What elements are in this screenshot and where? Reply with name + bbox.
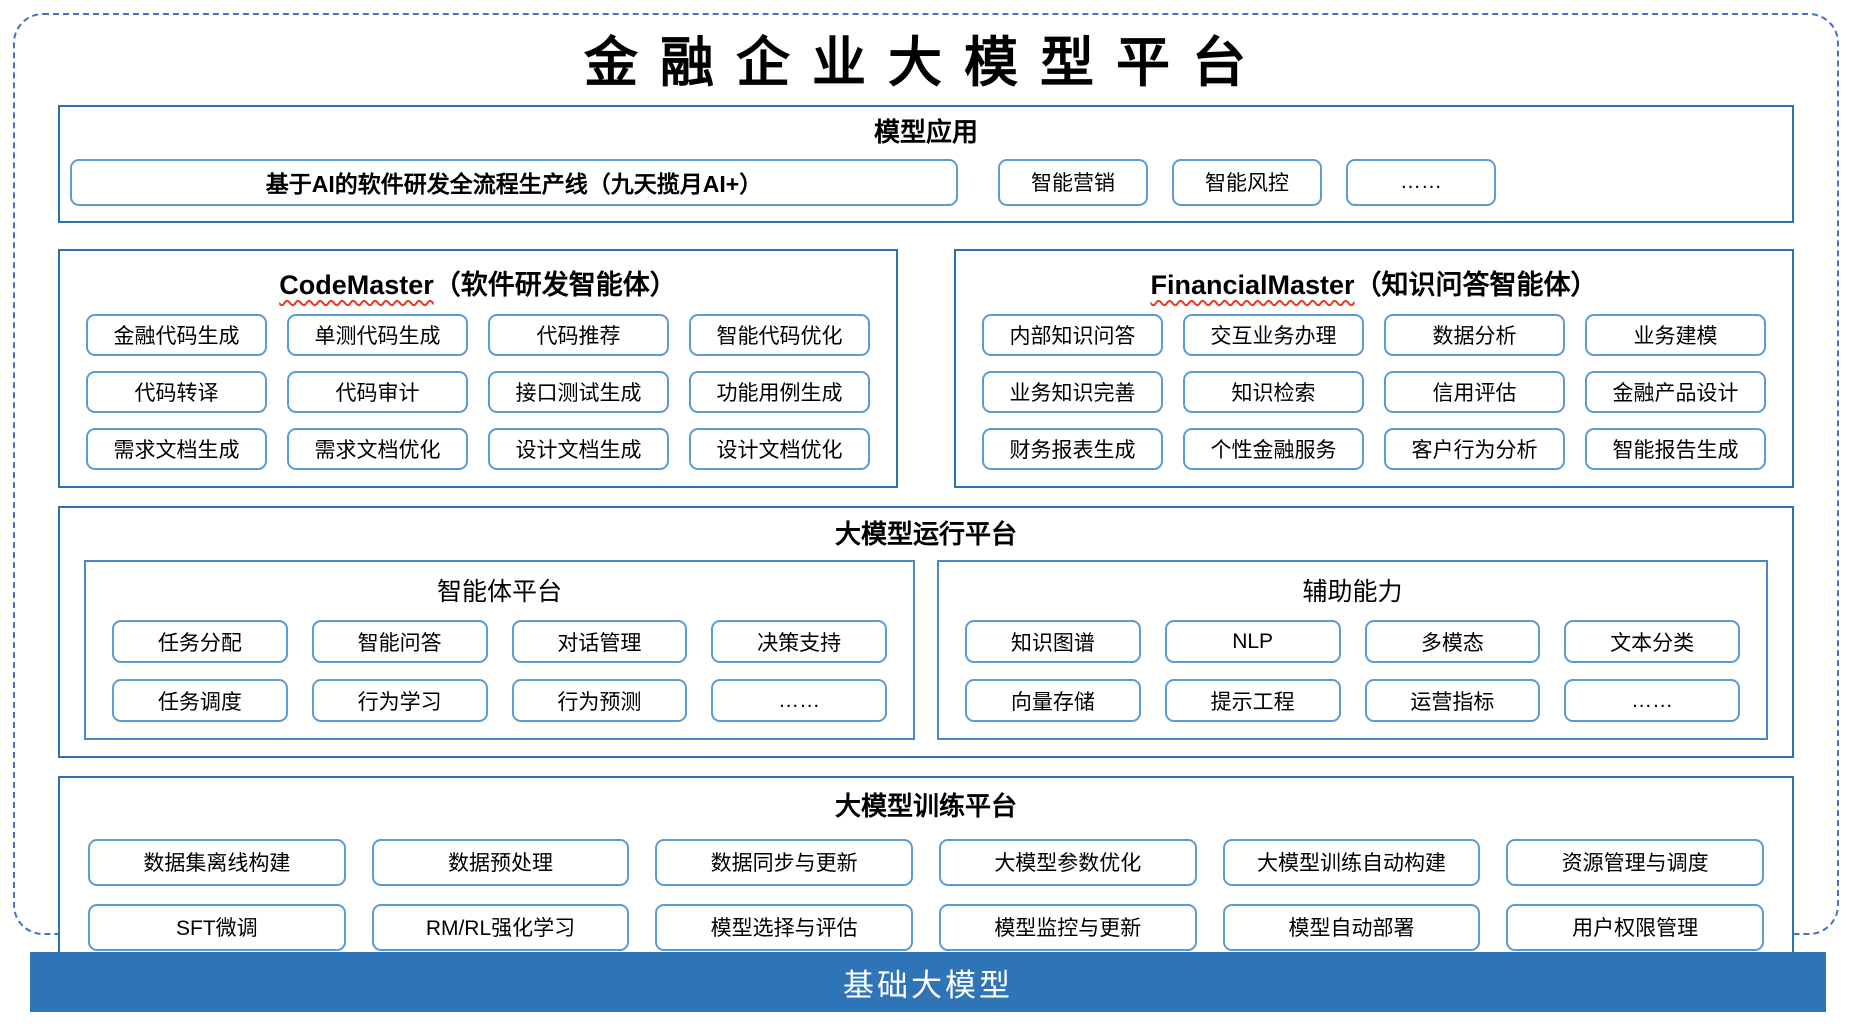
app-item-marketing: 智能营销: [998, 158, 1148, 206]
outer-dashed-frame: 金融企业大模型平台 模型应用 基于AI的软件研发全流程生产线（九天揽月AI+） …: [13, 13, 1839, 971]
financialmaster-item: 知识检索: [1183, 370, 1364, 413]
training-item: SFT微调: [88, 903, 346, 951]
codemaster-name: CodeMaster: [279, 269, 434, 300]
financialmaster-item: 信用评估: [1384, 370, 1565, 413]
agent-platform-item: 决策支持: [711, 620, 887, 664]
training-item: 用户权限管理: [1506, 903, 1764, 951]
codemaster-subtitle: （软件研发智能体）: [433, 269, 677, 300]
auxiliary-capabilities-grid: 知识图谱 NLP 多模态 文本分类 向量存储 提示工程 运营指标 ……: [965, 620, 1740, 723]
training-item: 模型自动部署: [1222, 903, 1481, 951]
financialmaster-name: FinancialMaster: [1150, 269, 1355, 300]
group-agent-platform: 智能体平台 任务分配 智能问答 对话管理 决策支持 任务调度 行为学习 行为预测…: [84, 560, 915, 741]
codemaster-item: 设计文档优化: [689, 427, 870, 470]
auxiliary-item: 运营指标: [1364, 679, 1541, 723]
financialmaster-item: 财务报表生成: [982, 427, 1163, 470]
training-item: 大模型参数优化: [938, 838, 1197, 886]
codemaster-item: 智能代码优化: [689, 313, 870, 356]
financialmaster-title: FinancialMaster（知识问答智能体）: [982, 263, 1766, 302]
auxiliary-item-more: ……: [1564, 679, 1740, 723]
auxiliary-capabilities-title: 辅助能力: [1302, 578, 1403, 607]
section-runtime-platform: 大模型运行平台 智能体平台 任务分配 智能问答 对话管理 决策支持 任务调度 行…: [58, 505, 1794, 759]
agents-row: CodeMaster（软件研发智能体） 金融代码生成 单测代码生成 代码推荐 智…: [58, 248, 1794, 488]
group-auxiliary-capabilities: 辅助能力 知识图谱 NLP 多模态 文本分类 向量存储 提示工程 运营指标 ……: [937, 560, 1768, 741]
financialmaster-item: 内部知识问答: [982, 313, 1163, 356]
financialmaster-item: 智能报告生成: [1585, 427, 1766, 470]
codemaster-item: 代码审计: [287, 370, 468, 413]
agent-platform-item: 行为学习: [311, 679, 488, 723]
auxiliary-item: 文本分类: [1564, 620, 1740, 664]
base-model-banner: 基础大模型: [30, 952, 1826, 1012]
training-item: 大模型训练自动构建: [1222, 838, 1481, 886]
agent-platform-title: 智能体平台: [436, 578, 562, 607]
codemaster-item: 需求文档生成: [86, 427, 267, 470]
financialmaster-item: 交互业务办理: [1183, 313, 1364, 356]
runtime-groups-row: 智能体平台 任务分配 智能问答 对话管理 决策支持 任务调度 行为学习 行为预测…: [60, 560, 1792, 741]
financialmaster-item: 业务建模: [1585, 313, 1766, 356]
auxiliary-item: 提示工程: [1164, 679, 1341, 723]
codemaster-item: 单测代码生成: [287, 313, 468, 356]
agent-platform-item: 任务调度: [112, 679, 288, 723]
codemaster-item: 设计文档生成: [488, 427, 669, 470]
agent-platform-item-more: ……: [711, 679, 887, 723]
agent-platform-item: 对话管理: [511, 620, 688, 664]
codemaster-item: 需求文档优化: [287, 427, 468, 470]
app-item-more: ……: [1346, 158, 1496, 206]
auxiliary-item: 向量存储: [965, 679, 1141, 723]
training-item: 数据预处理: [371, 838, 630, 886]
agent-platform-grid: 任务分配 智能问答 对话管理 决策支持 任务调度 行为学习 行为预测 ……: [112, 620, 887, 723]
codemaster-item: 金融代码生成: [86, 313, 267, 356]
training-grid: 数据集离线构建 数据预处理 数据同步与更新 大模型参数优化 大模型训练自动构建 …: [60, 838, 1792, 951]
auxiliary-item: 知识图谱: [965, 620, 1141, 664]
financialmaster-item: 数据分析: [1384, 313, 1565, 356]
training-platform-title: 大模型训练平台: [834, 791, 1017, 822]
app-item-ai-pipeline: 基于AI的软件研发全流程生产线（九天揽月AI+）: [70, 158, 958, 206]
agent-platform-item: 智能问答: [311, 620, 488, 664]
page-title: 金融企业大模型平台: [584, 30, 1268, 94]
section-training-platform: 大模型训练平台 数据集离线构建 数据预处理 数据同步与更新 大模型参数优化 大模…: [58, 776, 1794, 971]
codemaster-item: 代码推荐: [488, 313, 669, 356]
training-item: 数据集离线构建: [88, 838, 346, 886]
agent-platform-item: 行为预测: [511, 679, 688, 723]
training-item: 数据同步与更新: [655, 838, 913, 886]
codemaster-grid: 金融代码生成 单测代码生成 代码推荐 智能代码优化 代码转译 代码审计 接口测试…: [86, 313, 870, 470]
financialmaster-grid: 内部知识问答 交互业务办理 数据分析 业务建模 业务知识完善 知识检索 信用评估…: [982, 313, 1766, 470]
section-financialmaster: FinancialMaster（知识问答智能体） 内部知识问答 交互业务办理 数…: [954, 248, 1794, 488]
model-applications-row: 基于AI的软件研发全流程生产线（九天揽月AI+） 智能营销 智能风控 ……: [60, 158, 1792, 206]
training-item: RM/RL强化学习: [371, 903, 630, 951]
training-item: 资源管理与调度: [1506, 838, 1764, 886]
codemaster-item: 功能用例生成: [689, 370, 870, 413]
financialmaster-item: 业务知识完善: [982, 370, 1163, 413]
training-item: 模型监控与更新: [938, 903, 1197, 951]
codemaster-item: 接口测试生成: [488, 370, 669, 413]
auxiliary-item: 多模态: [1364, 620, 1541, 664]
financialmaster-item: 客户行为分析: [1384, 427, 1565, 470]
training-item: 模型选择与评估: [655, 903, 913, 951]
section-codemaster: CodeMaster（软件研发智能体） 金融代码生成 单测代码生成 代码推荐 智…: [58, 248, 898, 488]
financialmaster-item: 个性金融服务: [1183, 427, 1364, 470]
codemaster-title: CodeMaster（软件研发智能体）: [86, 263, 870, 302]
model-applications-title: 模型应用: [873, 117, 978, 148]
section-model-applications: 模型应用 基于AI的软件研发全流程生产线（九天揽月AI+） 智能营销 智能风控 …: [58, 105, 1794, 223]
auxiliary-item: NLP: [1164, 620, 1341, 664]
codemaster-item: 代码转译: [86, 370, 267, 413]
financialmaster-subtitle: （知识问答智能体）: [1354, 269, 1598, 300]
app-item-risk-control: 智能风控: [1172, 158, 1322, 206]
runtime-platform-title: 大模型运行平台: [834, 518, 1017, 549]
agent-platform-item: 任务分配: [112, 620, 288, 664]
financialmaster-item: 金融产品设计: [1585, 370, 1766, 413]
